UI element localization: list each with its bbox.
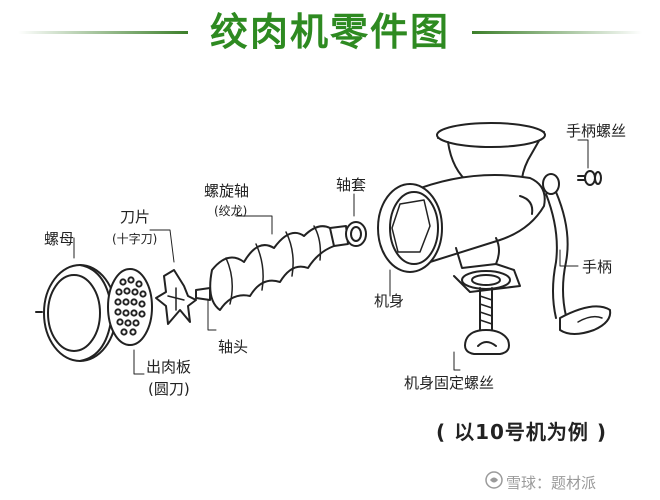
label-handle-screw: 手柄螺丝 <box>566 122 627 140</box>
label-clamp-screw: 机身固定螺丝 <box>404 374 495 392</box>
label-worm-shaft-sub: (绞龙) <box>214 204 248 218</box>
leader-lines <box>73 139 589 375</box>
label-worm-shaft: 螺旋轴 <box>204 182 250 200</box>
label-nut: 螺母 <box>44 230 75 248</box>
handle-screw-part <box>577 170 602 186</box>
watermark-text: 雪球：题材派 <box>506 474 597 492</box>
label-plate: 出肉板 <box>146 358 192 376</box>
label-shaft-head: 轴头 <box>218 338 249 356</box>
shaft-sleeve-part <box>345 221 367 247</box>
label-handle: 手柄 <box>582 258 613 276</box>
label-blade-sub: (十字刀) <box>112 232 158 246</box>
model-note: ( 以10号机为例 ) <box>436 420 608 444</box>
label-plate-sub: (圆刀) <box>148 380 190 398</box>
title-decor-line-right <box>472 31 642 34</box>
grinder-body-part <box>377 122 546 293</box>
crank-handle-part <box>542 173 612 335</box>
cross-blade-part <box>155 269 197 325</box>
title-decor-line-left <box>18 31 188 34</box>
label-body: 机身 <box>374 292 405 310</box>
clamp-screw-part <box>461 270 511 355</box>
worm-shaft-part <box>195 225 349 311</box>
snowball-logo-icon <box>485 471 503 489</box>
diagram-title: 绞肉机零件图 <box>209 10 450 54</box>
label-blade: 刀片 <box>120 208 151 226</box>
plate-part <box>107 268 153 346</box>
label-shaft-sleeve: 轴套 <box>336 176 367 194</box>
nut-part <box>35 264 117 362</box>
